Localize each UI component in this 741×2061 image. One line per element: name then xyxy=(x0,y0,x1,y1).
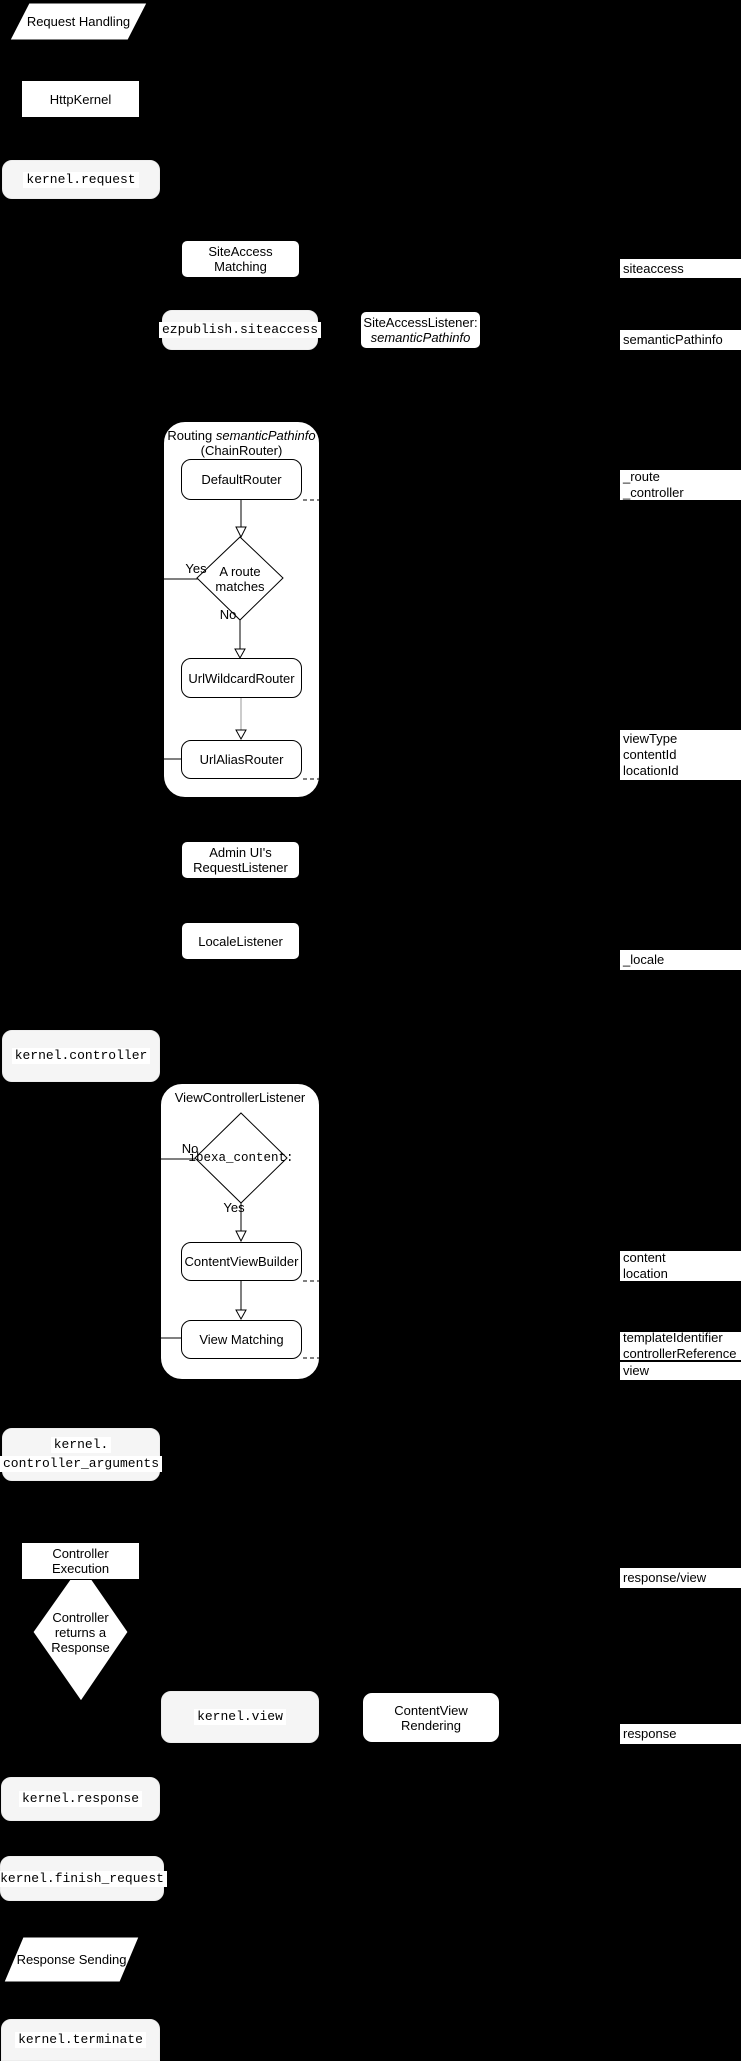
http-kernel-node: HttpKernel xyxy=(21,80,140,118)
url-alias-router-label: UrlAliasRouter xyxy=(199,752,284,767)
content-view-builder-label: ContentViewBuilder xyxy=(184,1254,299,1269)
side-label-template-controller-reference: templateIdentifier controllerReference xyxy=(620,1330,741,1361)
ezpublish-siteaccess-event: ezpublish.siteaccess xyxy=(158,310,322,350)
ezpublish-siteaccess-label: ezpublish.siteaccess xyxy=(158,322,322,338)
admin-request-listener-label: Admin UI's RequestListener xyxy=(193,845,288,875)
side-label-viewtype-contentid-locationid: viewType contentId locationId xyxy=(620,730,741,780)
kernel-view-event: kernel.view xyxy=(161,1691,319,1743)
siteaccess-listener-line1: SiteAccessListener: xyxy=(363,315,478,330)
admin-request-listener-node: Admin UI's RequestListener xyxy=(181,841,300,879)
request-handling-node: Request Handling xyxy=(10,3,147,40)
side-label-locale: _locale xyxy=(620,950,741,970)
contentview-rendering-label: ContentView Rendering xyxy=(394,1702,468,1733)
siteaccess-matching-label: SiteAccess Matching xyxy=(208,244,273,274)
response-sending-label: Response Sending xyxy=(16,1952,127,1967)
kernel-terminate-event: kernel.terminate xyxy=(1,2019,160,2061)
locale-listener-label: LocaleListener xyxy=(198,933,283,949)
kernel-response-event: kernel.response xyxy=(1,1777,160,1821)
view-controller-listener-title: ViewControllerListener xyxy=(174,1090,306,1105)
side-label-route-controller: _route _controller xyxy=(620,469,741,500)
ibexa-content-yes-label: Yes xyxy=(223,1200,245,1215)
ibexa-content-no-label: No xyxy=(181,1141,199,1156)
siteaccess-listener-node: SiteAccessListener: semanticPathinfo xyxy=(360,311,481,349)
side-label-semantic-pathinfo: semanticPathinfo xyxy=(620,330,741,350)
kernel-controller-arguments-line2: controller_arguments xyxy=(0,1456,163,1472)
request-handling-label: Request Handling xyxy=(26,14,131,29)
content-view-builder-node: ContentViewBuilder xyxy=(181,1242,302,1281)
kernel-finish-request-label: kernel.finish_request xyxy=(0,1870,167,1887)
http-kernel-label: HttpKernel xyxy=(49,91,112,107)
default-router-label: DefaultRouter xyxy=(201,472,282,487)
side-label-content-location: content location xyxy=(620,1250,741,1281)
view-matching-label: View Matching xyxy=(199,1332,284,1347)
kernel-response-label: kernel.response xyxy=(18,1791,143,1807)
controller-returns-response-decision: Controller returns a Response xyxy=(51,1610,110,1655)
side-label-siteaccess: siteaccess xyxy=(620,259,741,278)
kernel-controller-arguments-event: kernel. controller_arguments xyxy=(0,1428,163,1481)
side-label-response: response xyxy=(620,1724,741,1744)
route-matches-decision: A route matches xyxy=(215,563,265,594)
kernel-controller-arguments-line1: kernel. xyxy=(50,1437,112,1453)
contentview-rendering-node: ContentView Rendering xyxy=(362,1692,500,1743)
kernel-terminate-label: kernel.terminate xyxy=(15,2032,146,2048)
siteaccess-listener-line2: semanticPathinfo xyxy=(370,330,471,345)
kernel-request-event: kernel.request xyxy=(2,160,160,199)
ibexa-content-decision: ibexa_content: xyxy=(188,1150,294,1165)
kernel-view-label: kernel.view xyxy=(194,1709,286,1725)
kernel-controller-label: kernel.controller xyxy=(11,1048,151,1064)
url-wildcard-router-label: UrlWildcardRouter xyxy=(188,670,295,686)
route-matches-no-label: No xyxy=(219,607,237,622)
kernel-finish-request-event: kernel.finish_request xyxy=(0,1856,167,1901)
kernel-controller-event: kernel.controller xyxy=(2,1030,160,1082)
url-alias-router-node: UrlAliasRouter xyxy=(181,740,302,779)
side-label-response-view: response/view xyxy=(620,1568,741,1588)
siteaccess-matching-node: SiteAccess Matching xyxy=(181,240,300,278)
route-matches-yes-label: Yes xyxy=(185,561,207,576)
url-wildcard-router-node: UrlWildcardRouter xyxy=(181,658,302,698)
response-sending-node: Response Sending xyxy=(4,1937,139,1982)
default-router-node: DefaultRouter xyxy=(181,459,302,500)
side-label-view: view xyxy=(620,1362,741,1380)
locale-listener-node: LocaleListener xyxy=(181,922,300,960)
view-matching-node: View Matching xyxy=(181,1320,302,1359)
kernel-request-label: kernel.request xyxy=(23,171,139,188)
routing-container-title: Routing semanticPathinfo (ChainRouter) xyxy=(167,428,316,458)
